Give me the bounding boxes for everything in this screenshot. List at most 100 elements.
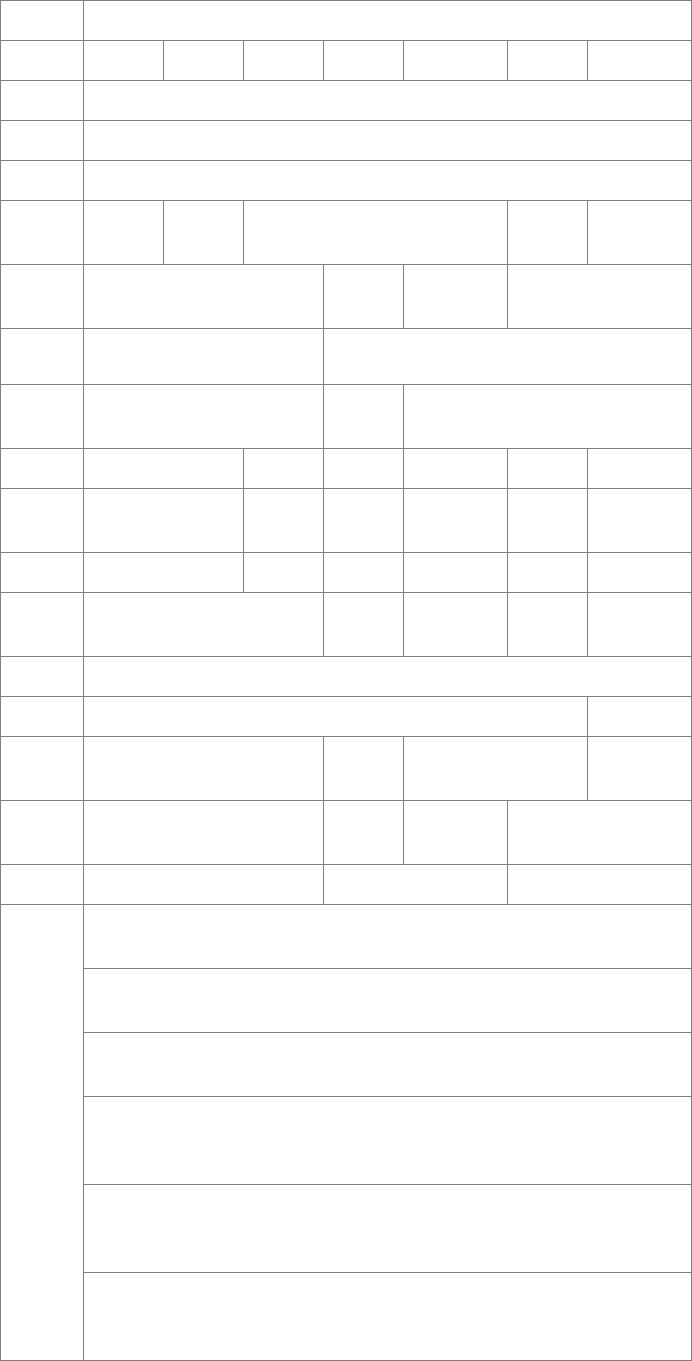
field-cell[interactable] xyxy=(163,40,244,81)
field-cell[interactable] xyxy=(402,384,692,449)
field-cell[interactable] xyxy=(586,448,692,489)
field-cell[interactable] xyxy=(243,40,324,81)
form-row xyxy=(0,592,692,657)
field-cell[interactable] xyxy=(83,800,324,865)
field-cell[interactable] xyxy=(507,448,588,489)
field-cell[interactable] xyxy=(323,448,404,489)
form-row xyxy=(0,736,692,801)
field-cell[interactable] xyxy=(83,592,324,657)
field-cell[interactable] xyxy=(323,800,404,865)
field-cell[interactable] xyxy=(82,1096,692,1185)
field-cell[interactable] xyxy=(243,448,324,489)
field-cell[interactable] xyxy=(83,384,324,449)
field-cell[interactable] xyxy=(243,200,508,265)
field-cell[interactable] xyxy=(506,864,692,905)
form-row xyxy=(1,968,692,1033)
field-cell[interactable] xyxy=(586,552,692,593)
field-cell[interactable] xyxy=(83,696,588,737)
field-cell[interactable] xyxy=(323,40,404,81)
row-label-cell xyxy=(0,384,84,449)
field-cell[interactable] xyxy=(586,696,692,737)
field-cell[interactable] xyxy=(82,968,692,1033)
field-cell[interactable] xyxy=(586,736,692,801)
field-cell[interactable] xyxy=(83,328,324,385)
form-row xyxy=(0,448,692,489)
row-label-cell xyxy=(0,448,84,489)
field-cell[interactable] xyxy=(323,384,404,449)
field-cell[interactable] xyxy=(403,800,508,865)
form-row xyxy=(0,488,692,553)
form-row xyxy=(0,40,692,81)
row-label-cell xyxy=(0,552,84,593)
form-row xyxy=(0,200,692,265)
field-cell[interactable] xyxy=(323,592,404,657)
field-cell[interactable] xyxy=(403,40,508,81)
form-row xyxy=(0,384,692,449)
row-label-cell xyxy=(0,864,84,905)
field-cell[interactable] xyxy=(403,736,588,801)
field-cell[interactable] xyxy=(83,264,324,329)
field-cell[interactable] xyxy=(83,864,324,905)
form-row xyxy=(0,0,692,41)
field-cell[interactable] xyxy=(403,592,508,657)
field-cell[interactable] xyxy=(506,264,692,329)
field-cell[interactable] xyxy=(323,736,404,801)
field-cell[interactable] xyxy=(83,552,244,593)
form-row xyxy=(0,160,692,201)
form-row xyxy=(1,1184,692,1273)
field-cell[interactable] xyxy=(243,552,324,593)
field-cell[interactable] xyxy=(586,488,692,553)
field-cell[interactable] xyxy=(586,200,692,265)
row-label-cell xyxy=(0,800,84,865)
field-cell[interactable] xyxy=(82,1184,692,1273)
field-cell[interactable] xyxy=(507,488,588,553)
field-cell[interactable] xyxy=(83,448,244,489)
field-cell[interactable] xyxy=(82,656,692,697)
field-cell[interactable] xyxy=(322,328,692,385)
field-cell[interactable] xyxy=(586,592,692,657)
row-label-cell xyxy=(0,40,84,81)
row-label-cell xyxy=(0,696,84,737)
row-label-cell xyxy=(0,200,84,265)
field-cell[interactable] xyxy=(323,864,508,905)
field-cell[interactable] xyxy=(323,264,404,329)
row-label-cell xyxy=(0,488,84,553)
row-label-cell xyxy=(0,80,84,121)
field-cell[interactable] xyxy=(323,552,404,593)
field-cell[interactable] xyxy=(507,552,588,593)
field-cell[interactable] xyxy=(323,488,404,553)
form-row xyxy=(0,80,692,121)
section-label-cell xyxy=(0,904,84,1361)
field-cell[interactable] xyxy=(82,80,692,121)
form-row xyxy=(0,552,692,593)
field-cell[interactable] xyxy=(83,200,164,265)
field-cell[interactable] xyxy=(163,200,244,265)
row-label-cell xyxy=(0,656,84,697)
field-cell[interactable] xyxy=(506,800,692,865)
field-cell[interactable] xyxy=(403,488,508,553)
field-cell[interactable] xyxy=(82,1032,692,1097)
field-cell[interactable] xyxy=(507,592,588,657)
row-label-cell xyxy=(0,160,84,201)
form-row xyxy=(0,864,692,905)
field-cell[interactable] xyxy=(82,0,692,41)
field-cell[interactable] xyxy=(82,904,692,969)
field-cell[interactable] xyxy=(243,488,324,553)
row-label-cell xyxy=(0,120,84,161)
field-cell[interactable] xyxy=(83,488,244,553)
field-cell[interactable] xyxy=(403,448,508,489)
form-row xyxy=(1,1096,692,1185)
field-cell[interactable] xyxy=(403,264,508,329)
field-cell[interactable] xyxy=(83,736,324,801)
field-cell[interactable] xyxy=(403,552,508,593)
form-row xyxy=(0,120,692,161)
field-cell[interactable] xyxy=(586,40,692,81)
field-cell[interactable] xyxy=(82,160,692,201)
field-cell[interactable] xyxy=(82,1272,692,1361)
field-cell[interactable] xyxy=(507,200,588,265)
field-cell[interactable] xyxy=(82,120,692,161)
field-cell[interactable] xyxy=(83,40,164,81)
form-row xyxy=(0,264,692,329)
field-cell[interactable] xyxy=(507,40,588,81)
